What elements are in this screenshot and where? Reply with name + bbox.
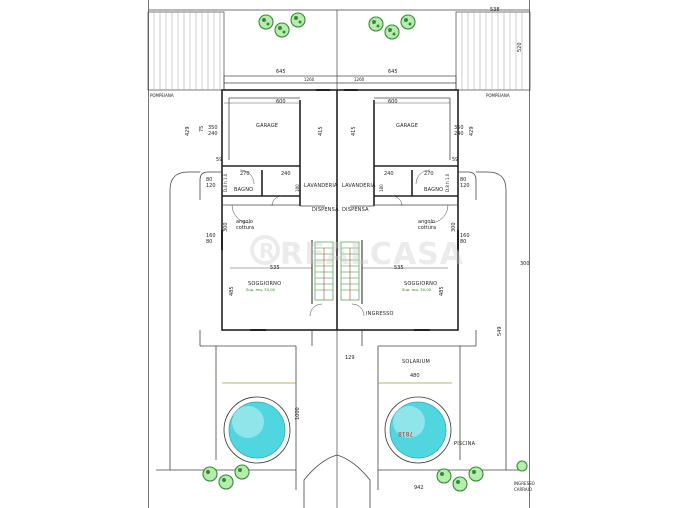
dim-garage-depth-right: 415	[351, 126, 357, 136]
pool-code: 7818	[398, 430, 414, 437]
label-pompeiana-left: POMPEIANA	[150, 93, 174, 98]
label-angolo-left: angolo	[236, 219, 253, 225]
dim-120-left: 120	[206, 183, 216, 189]
dim-80b-right: 80	[460, 239, 467, 245]
label-pompeiana-right: POMPEIANA	[486, 93, 510, 98]
label-piscina: PISCINA	[454, 441, 476, 447]
dim-wall-left: 1260	[304, 77, 315, 82]
dim-side-520: 520	[517, 42, 523, 52]
dim-left-645: 645	[276, 69, 286, 75]
dim-bagno-width-right: 270	[424, 171, 434, 177]
label-cottura-right: cottura	[418, 225, 437, 231]
dim-garage-depth-left: 415	[318, 126, 324, 136]
dim-left-429: 429	[185, 126, 191, 136]
dim-120-right: 120	[460, 183, 470, 189]
dim-lavanderia-width-left: 240	[281, 171, 291, 177]
dim-center-129: 129	[345, 355, 355, 361]
logo-letter: R	[259, 239, 275, 263]
dim-soggiorno-height-right: 485	[439, 286, 445, 296]
room-dispensa-right: DISPENSA	[342, 207, 369, 213]
dim-top-right: 538	[490, 7, 500, 13]
room-lavanderia-right: LAVANDERIA	[342, 183, 376, 189]
dim-side-240-left: 240	[208, 131, 218, 137]
dim-160-left: 160	[206, 233, 216, 239]
realcasa-logo-icon: R	[250, 235, 280, 265]
dim-side-350-left: 350	[208, 125, 218, 131]
dim-80-left: 80	[206, 177, 213, 183]
room-solarium: SOLARIUM	[402, 359, 430, 365]
door-code-right: 180	[379, 184, 384, 192]
room-garage-right: GARAGE	[396, 123, 419, 129]
label-carraio: CARRAIO	[514, 487, 532, 492]
dim-left-75: 75	[199, 125, 205, 132]
dim-side-59-right: 59	[452, 157, 459, 163]
dim-outdoor-300: 300	[520, 261, 530, 267]
dim-soggiorno-height-left: 485	[229, 286, 235, 296]
window-code-right: D.8 h 1.0	[445, 173, 450, 192]
window-code-left: D.8 h 1.0	[223, 173, 228, 192]
dim-side-240-right: 240	[454, 131, 464, 137]
dim-garage-width-right: 600	[388, 99, 398, 105]
dim-80-right: 80	[460, 177, 467, 183]
dim-soggiorno-width-left: 535	[270, 265, 280, 271]
dim-300-right: 300	[451, 222, 457, 232]
label-area-right: Sup. mq. 30,00	[402, 287, 432, 292]
room-dispensa-left: DISPENSA	[312, 207, 339, 213]
dim-side-59-left: 59	[216, 157, 223, 163]
room-bagno-right: BAGNO	[424, 187, 444, 193]
label-area-left: Sup. mq. 30,00	[246, 287, 276, 292]
door-code-left: 180	[295, 184, 300, 192]
watermark-text: REALCASA	[280, 237, 464, 272]
floor-plan-sheet	[148, 0, 530, 508]
dim-outdoor-549: 549	[497, 326, 503, 336]
room-garage-left: GARAGE	[256, 123, 279, 129]
dim-lavanderia-width-right: 240	[384, 171, 394, 177]
dim-soggiorno-width-right: 535	[394, 265, 404, 271]
dim-solarium-480: 480	[410, 373, 420, 379]
label-cottura-left: cottura	[236, 225, 255, 231]
dim-bottom-942: 942	[414, 485, 424, 491]
room-lavanderia-left: LAVANDERIA	[304, 183, 338, 189]
dim-160-right: 160	[460, 233, 470, 239]
dim-side-350-right: 350	[454, 125, 464, 131]
room-soggiorno-left: SOGGIORNO	[248, 281, 282, 287]
label-angolo-right: angolo	[418, 219, 435, 225]
room-ingresso: INGRESSO	[366, 311, 394, 317]
realcasa-watermark: R REALCASA	[250, 235, 463, 272]
dim-wall-right: 1260	[354, 77, 365, 82]
label-ingresso-carraio: INGRESSO	[514, 481, 535, 486]
dim-right-429: 429	[469, 126, 475, 136]
dim-pool-1000: 1000	[295, 407, 301, 420]
room-soggiorno-right: SOGGIORNO	[404, 281, 438, 287]
dim-80b-left: 80	[206, 239, 213, 245]
room-bagno-left: BAGNO	[234, 187, 254, 193]
dim-bagno-width-left: 270	[240, 171, 250, 177]
dim-right-645: 645	[388, 69, 398, 75]
dim-garage-width-left: 600	[276, 99, 286, 105]
dim-300-left: 300	[223, 222, 229, 232]
